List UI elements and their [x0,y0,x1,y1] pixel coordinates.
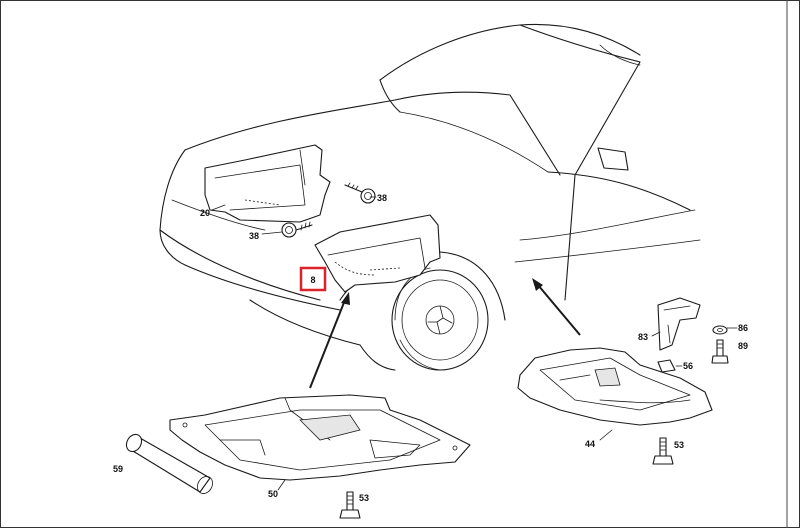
part-89-bolt [711,339,729,364]
part-83-bracket [657,297,701,351]
part-59-foam-strip [125,433,213,494]
callout-59: 59 [113,464,123,474]
screw-38-upper [344,182,376,204]
bolt-53-left [339,491,361,519]
callout-44: 44 [585,439,595,449]
callout-86: 86 [738,323,748,333]
callout-38-upper: 38 [377,193,387,203]
arrow-to-part-8 [309,292,350,389]
screw-38-lower [281,221,313,238]
callout-38-lower: 38 [249,231,259,241]
part-50-underbody-shield [169,394,471,481]
leader-lines [211,196,738,491]
callout-53-left: 53 [359,493,369,503]
callout-56: 56 [683,361,693,371]
part-56-clip-nut [657,359,676,373]
callout-50: 50 [268,489,278,499]
part-20-wheelhouse-liner [204,144,331,223]
callout-20: 20 [200,208,210,218]
callout-53-right: 53 [674,440,684,450]
callout-83: 83 [638,332,648,342]
part-86-washer [712,325,728,335]
car-body [159,23,701,371]
arrow-to-fender [532,278,581,336]
bolt-53-right [652,437,674,465]
callout-89: 89 [738,341,748,351]
part-8-wheelhouse-liner [314,214,441,293]
highlight-box-part-8 [299,266,327,292]
callout-8: 8 [310,275,315,285]
part-44-side-shield [517,347,713,426]
